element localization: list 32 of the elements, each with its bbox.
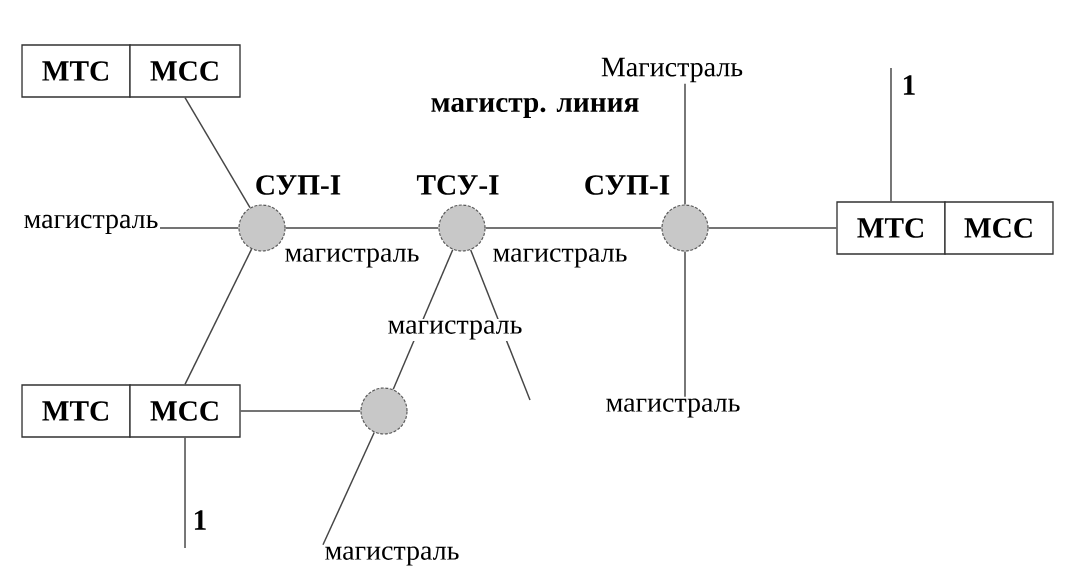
connection-line <box>684 250 686 398</box>
edge-label: магистраль <box>386 319 524 341</box>
trunk-label: магистраль <box>325 546 459 566</box>
edge-label: 1 <box>900 74 918 96</box>
trunk-label: магистраль <box>606 398 740 418</box>
station-box: МСС <box>129 44 241 98</box>
station-box: МТС <box>21 44 131 98</box>
connection-line <box>684 83 686 206</box>
connection-line <box>239 410 362 412</box>
trunk-label: магистраль <box>24 214 158 234</box>
edge-label: магистраль <box>491 247 629 269</box>
junction-label: ТСУ-I <box>416 175 499 195</box>
station-box: МТС <box>836 201 946 255</box>
connection-line <box>484 227 663 229</box>
station-box: МСС <box>944 201 1054 255</box>
note-text: магистр. линия <box>431 97 639 119</box>
station-box: МТС <box>21 384 131 438</box>
connection-line <box>159 227 240 229</box>
connection-line <box>707 227 838 229</box>
connection-line <box>322 431 375 546</box>
junction-label: СУП-I <box>585 175 670 195</box>
junction-circle <box>360 387 408 435</box>
connection-line <box>890 67 892 203</box>
edge-label: магистраль <box>283 247 421 269</box>
connection-line <box>184 248 253 386</box>
connection-line <box>184 96 251 209</box>
junction-label: СУП-I <box>256 175 341 195</box>
trunk-label: Магистраль <box>601 57 743 83</box>
edge-label: 1 <box>191 509 209 531</box>
connection-line <box>284 227 440 229</box>
connection-line <box>184 436 186 549</box>
station-box: МСС <box>129 384 241 438</box>
